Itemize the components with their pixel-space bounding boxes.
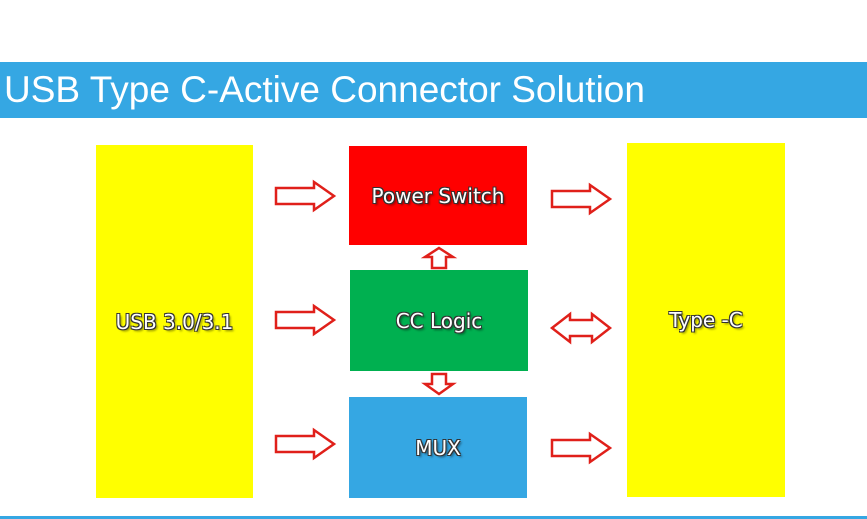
arrow-power-switch-to-type-c <box>550 182 613 216</box>
title-bar: USB Type C-Active Connector Solution <box>0 62 867 118</box>
bottom-divider <box>0 516 867 519</box>
arrow-cc-logic-to-power-switch <box>420 246 458 270</box>
power-switch-block: Power Switch <box>349 146 527 245</box>
arrow-mux-to-type-c <box>550 431 613 465</box>
arrow-cc-logic-type-c-bidirectional <box>549 311 613 345</box>
mux-label: MUX <box>415 435 461 460</box>
arrow-usb-to-mux <box>274 427 337 461</box>
page-title: USB Type C-Active Connector Solution <box>4 69 645 110</box>
arrow-usb-to-power-switch <box>274 179 337 213</box>
power-switch-label: Power Switch <box>371 183 505 208</box>
cc-logic-label: CC Logic <box>395 308 483 333</box>
usb-block: USB 3.0/3.1 <box>96 145 253 498</box>
type-c-block: Type -C <box>627 143 785 497</box>
usb-block-label: USB 3.0/3.1 <box>115 309 234 334</box>
cc-logic-block: CC Logic <box>350 270 528 371</box>
type-c-label: Type -C <box>669 308 743 332</box>
arrow-cc-logic-to-mux <box>421 372 457 396</box>
mux-block: MUX <box>349 397 527 498</box>
arrow-usb-to-cc-logic <box>274 303 337 337</box>
